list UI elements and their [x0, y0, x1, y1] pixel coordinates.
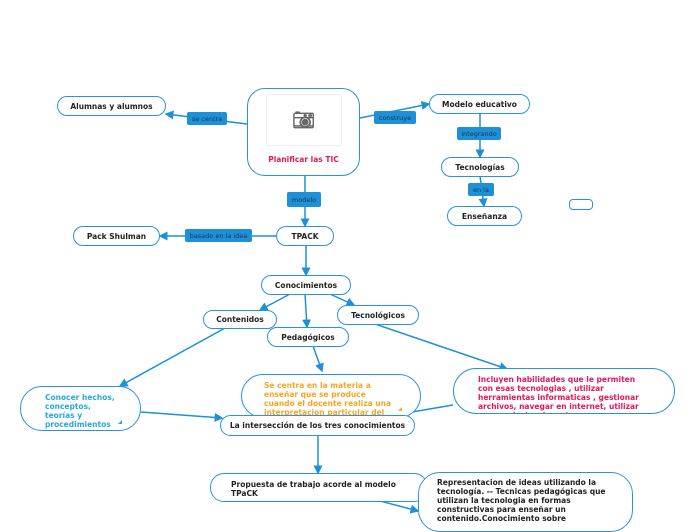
node-alumnas[interactable]: Alumnas y alumnos — [57, 96, 166, 116]
node-pack-shulman[interactable]: Pack Shulman — [73, 226, 160, 246]
expand-icon[interactable] — [118, 420, 122, 424]
camera-icon[interactable]: 📷︎ — [265, 94, 342, 146]
label-integrando[interactable]: integrando — [457, 127, 501, 140]
node-conocer[interactable]: Conocer hechos, conceptos, teorías y pro… — [20, 386, 141, 431]
node-se-centra[interactable]: Se centra en la materia a enseñar que se… — [241, 374, 421, 418]
label-basado[interactable]: basado en la idea — [185, 229, 252, 242]
node-ensenanza[interactable]: Enseñanza — [447, 206, 522, 226]
label-modelo[interactable]: modelo — [287, 192, 321, 207]
central-node[interactable]: 📷︎ Planificar las TIC — [247, 88, 360, 176]
node-interseccion[interactable]: La intersección de los tres conocimiento… — [220, 415, 415, 436]
empty-node[interactable] — [569, 199, 593, 210]
node-contenidos[interactable]: Contenidos — [203, 310, 277, 329]
node-modelo-educativo[interactable]: Modelo educativo — [429, 94, 530, 114]
node-pedagogicos[interactable]: Pedagógicos — [267, 327, 349, 347]
node-conocimientos[interactable]: Conocimientos — [261, 275, 351, 295]
node-representacion[interactable]: Representacion de ideas utilizando la te… — [418, 472, 633, 532]
node-se-centra-text: Se centra en la materia a enseñar que se… — [264, 381, 392, 417]
label-se-centra[interactable]: se centra — [187, 112, 227, 125]
node-tecnologias[interactable]: Tecnologías — [441, 157, 519, 177]
expand-icon[interactable] — [398, 407, 402, 411]
node-incluyen[interactable]: Incluyen habilidades que le permiten con… — [453, 368, 675, 414]
node-tecnologicos[interactable]: Tecnológicos — [337, 305, 419, 325]
node-tpack[interactable]: TPACK — [276, 226, 334, 246]
label-construye[interactable]: construye — [374, 111, 416, 124]
central-title: Planificar las TIC — [268, 155, 339, 164]
label-en-la[interactable]: en la — [468, 183, 494, 196]
node-propuesta[interactable]: Propuesta de trabajo acorde al modelo TP… — [210, 473, 428, 502]
connectors — [118, 101, 509, 514]
node-conocer-text: Conocer hechos, conceptos, teorías y pro… — [45, 393, 115, 430]
